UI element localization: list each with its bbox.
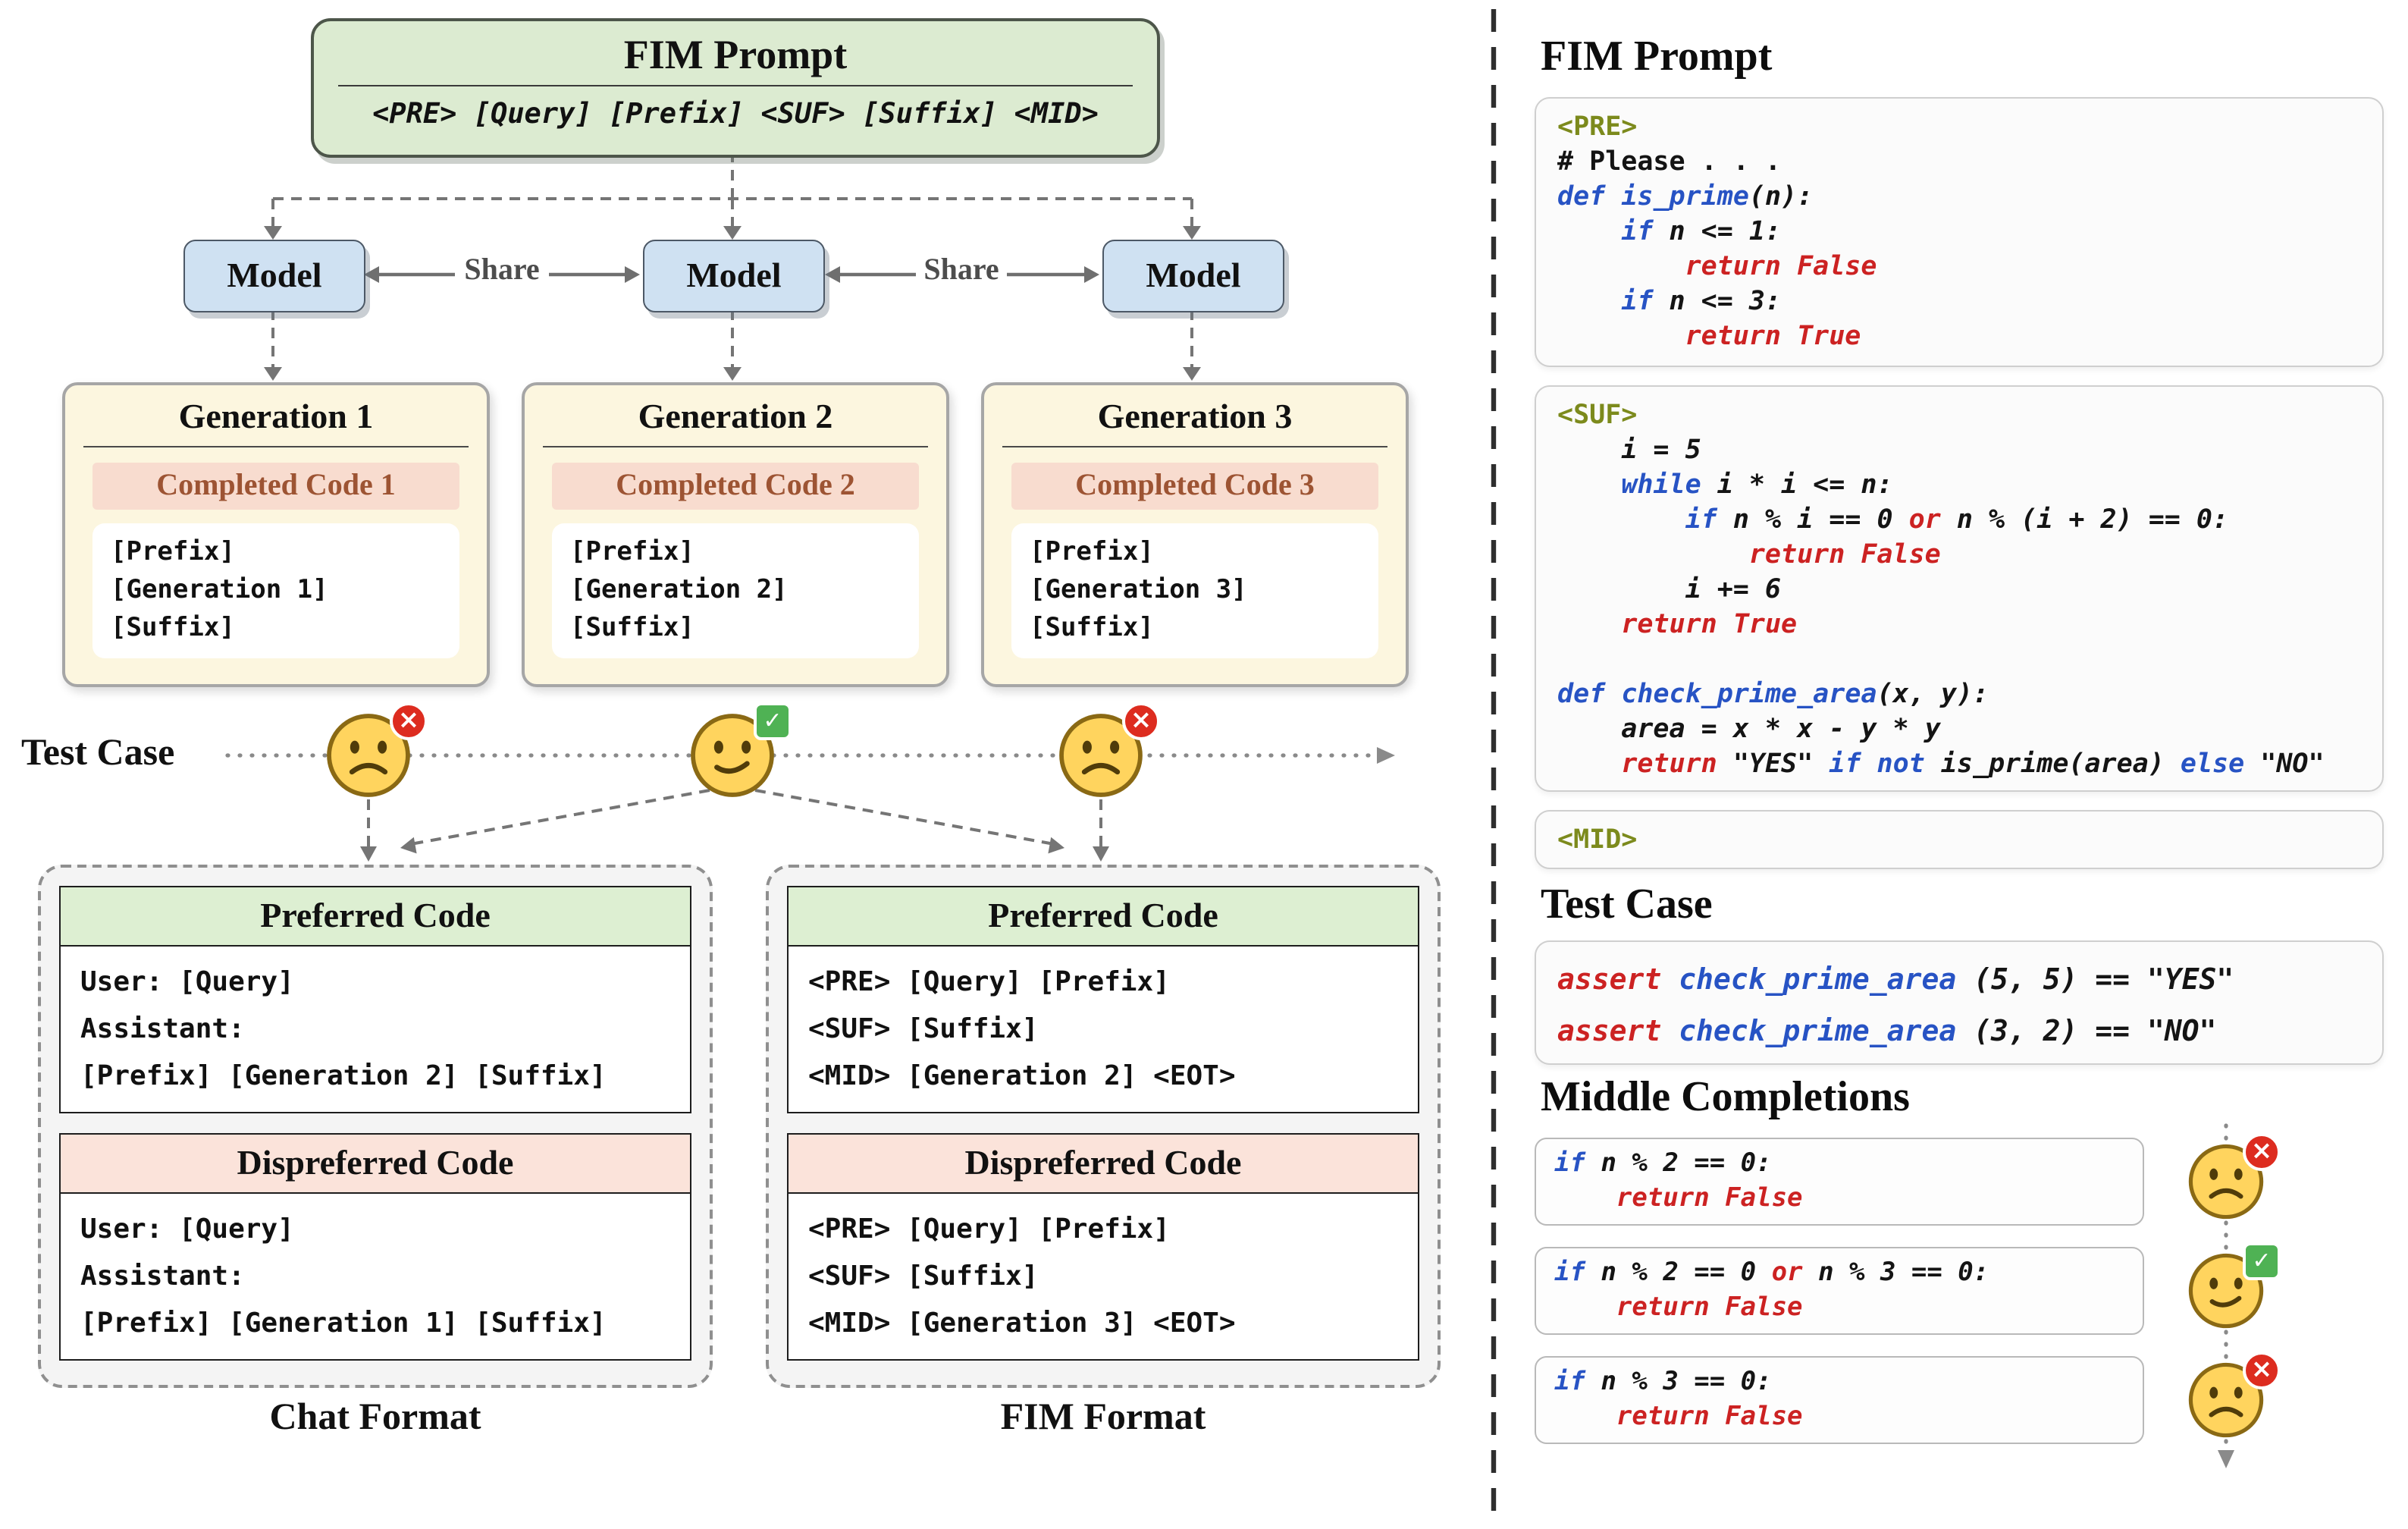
pre-code-box: <PRE> # Please . . . def is_prime(n): if… [1535, 97, 2384, 367]
completed-code-header: Completed Code 2 [552, 463, 919, 510]
code-line: area = x * x - y * y [1557, 714, 1941, 745]
preferred-code-body: <PRE> [Query] [Prefix]<SUF> [Suffix]<MID… [808, 966, 1236, 1092]
dotted-test-line [225, 753, 2228, 1455]
fim-prompt-tokens: <PRE> [Query] [Prefix] <SUF> [Suffix] <M… [372, 99, 1099, 130]
dispreferred-code-body: User: [Query]Assistant:[Prefix] [Generat… [80, 1213, 607, 1339]
preferred-code-title: Preferred Code [61, 887, 690, 947]
dispreferred-code-section: Dispreferred Code <PRE> [Query] [Prefix]… [787, 1133, 1419, 1361]
share-label-2: Share [923, 253, 999, 287]
code-line: return False [1554, 1183, 1803, 1213]
dispreferred-code-section: Dispreferred Code User: [Query]Assistant… [59, 1133, 691, 1361]
code-line: return False [1554, 1402, 1803, 1432]
fail-badge-icon: × [2243, 1133, 2281, 1171]
generation-box-2: Generation 2 Completed Code 2 [Prefix][G… [522, 382, 949, 687]
preferred-code-body: User: [Query]Assistant:[Prefix] [Generat… [80, 966, 607, 1092]
chat-format-box: Preferred Code User: [Query]Assistant:[P… [38, 865, 713, 1388]
divider-rule [338, 85, 1133, 86]
smirk-face-icon: ✓ [2187, 1242, 2281, 1330]
share-label-1: Share [464, 253, 540, 287]
code-line: return "YES" if not is_prime(area) else … [1621, 749, 2325, 780]
dotted-arrowheads [1377, 747, 2234, 1468]
completed-code-body: [Prefix][Generation 1][Suffix] [92, 523, 459, 658]
suf-tag: <SUF> [1557, 400, 1638, 431]
model-box-1: Model [183, 240, 365, 312]
share-arrowheads [364, 266, 1099, 283]
code-line: if n % i == 0 or n % (i + 2) == 0: [1685, 505, 2229, 535]
pre-tag: <PRE> [1557, 112, 1638, 143]
completion-box-2: if n % 2 == 0 or n % 3 == 0: return Fals… [1535, 1247, 2144, 1335]
dashed-arrowheads [264, 226, 1201, 862]
dashed-connectors [271, 152, 1193, 846]
model-box-2: Model [643, 240, 825, 312]
completed-code-body: [Prefix][Generation 2][Suffix] [552, 523, 919, 658]
pass-badge-icon: ✓ [2243, 1242, 2281, 1280]
generation-title: Generation 3 [1097, 397, 1293, 435]
test-case-box: assert check_prime_area (5, 5) == "YES" … [1535, 940, 2384, 1065]
completed-code-header: Completed Code 1 [92, 463, 459, 510]
fim-format-caption: FIM Format [1000, 1397, 1206, 1438]
dispreferred-code-title: Dispreferred Code [789, 1135, 1418, 1194]
fail-badge-icon: × [1122, 702, 1160, 740]
fail-badge-icon: × [2243, 1352, 2281, 1389]
code-line: if n <= 1: [1621, 217, 1782, 247]
completion-box-3: if n % 3 == 0: return False [1535, 1356, 2144, 1444]
chat-format-caption: Chat Format [269, 1397, 481, 1438]
code-line: if n <= 3: [1621, 287, 1782, 317]
fim-prompt-heading: FIM Prompt [1541, 33, 1773, 80]
code-line: return False [1557, 252, 1877, 282]
mid-code-box: <MID> [1535, 810, 2384, 869]
sad-face-icon: × [2187, 1133, 2281, 1221]
code-line: if n % 2 == 0 or n % 3 == 0: [1554, 1257, 1989, 1288]
completed-code-body: [Prefix][Generation 3][Suffix] [1011, 523, 1378, 658]
middle-completions-heading: Middle Completions [1541, 1074, 1910, 1121]
divider-rule [1002, 446, 1387, 447]
fail-badge-icon: × [390, 702, 428, 740]
code-line: def check_prime_area(x, y): [1557, 680, 1989, 710]
model-box-3: Model [1102, 240, 1284, 312]
assert-line: assert check_prime_area (3, 2) == "NO" [1557, 1015, 2217, 1048]
mid-tag: <MID> [1557, 825, 1638, 856]
completed-code-header: Completed Code 3 [1011, 463, 1378, 510]
generation-title: Generation 2 [638, 397, 833, 435]
code-line: def is_prime(n): [1557, 182, 1814, 212]
code-line: return True [1557, 322, 1861, 352]
test-case-label: Test Case [21, 733, 175, 774]
preferred-code-section: Preferred Code User: [Query]Assistant:[P… [59, 886, 691, 1113]
sad-face-icon: × [1057, 702, 1160, 799]
code-line: while i * i <= n: [1621, 470, 1893, 501]
pass-badge-icon: ✓ [754, 702, 792, 740]
code-line: return False [1557, 540, 1941, 570]
fim-prompt-box: FIM Prompt <PRE> [Query] [Prefix] <SUF> … [311, 18, 1160, 158]
suf-code-box: <SUF> i = 5 while i * i <= n: if n % i =… [1535, 385, 2384, 792]
dispreferred-code-title: Dispreferred Code [61, 1135, 690, 1194]
smirk-face-icon: ✓ [688, 702, 792, 799]
generation-title: Generation 1 [178, 397, 374, 435]
preferred-code-title: Preferred Code [789, 887, 1418, 947]
code-line: if n % 3 == 0: [1554, 1367, 1772, 1397]
divider-rule [543, 446, 928, 447]
code-line: i = 5 [1557, 435, 1701, 466]
code-line: return False [1554, 1292, 1803, 1323]
preferred-code-section: Preferred Code <PRE> [Query] [Prefix]<SU… [787, 886, 1419, 1113]
divider-rule [83, 446, 469, 447]
assert-line: assert check_prime_area (5, 5) == "YES" [1557, 963, 2234, 997]
code-line: if n % 2 == 0: [1554, 1148, 1772, 1179]
code-line: i += 6 [1557, 575, 1782, 605]
generation-box-3: Generation 3 Completed Code 3 [Prefix][G… [981, 382, 1409, 687]
code-line: return True [1621, 610, 1798, 640]
fim-format-box: Preferred Code <PRE> [Query] [Prefix]<SU… [766, 865, 1441, 1388]
generation-box-1: Generation 1 Completed Code 1 [Prefix][G… [62, 382, 490, 687]
code-line: # Please . . . [1557, 147, 1782, 177]
fim-prompt-title: FIM Prompt [623, 32, 848, 77]
completion-box-1: if n % 2 == 0: return False [1535, 1138, 2144, 1226]
dispreferred-code-body: <PRE> [Query] [Prefix]<SUF> [Suffix]<MID… [808, 1213, 1236, 1339]
sad-face-icon: × [325, 702, 428, 799]
sad-face-icon: × [2187, 1352, 2281, 1440]
code-line [1557, 643, 2361, 678]
test-case-heading: Test Case [1541, 881, 1713, 928]
